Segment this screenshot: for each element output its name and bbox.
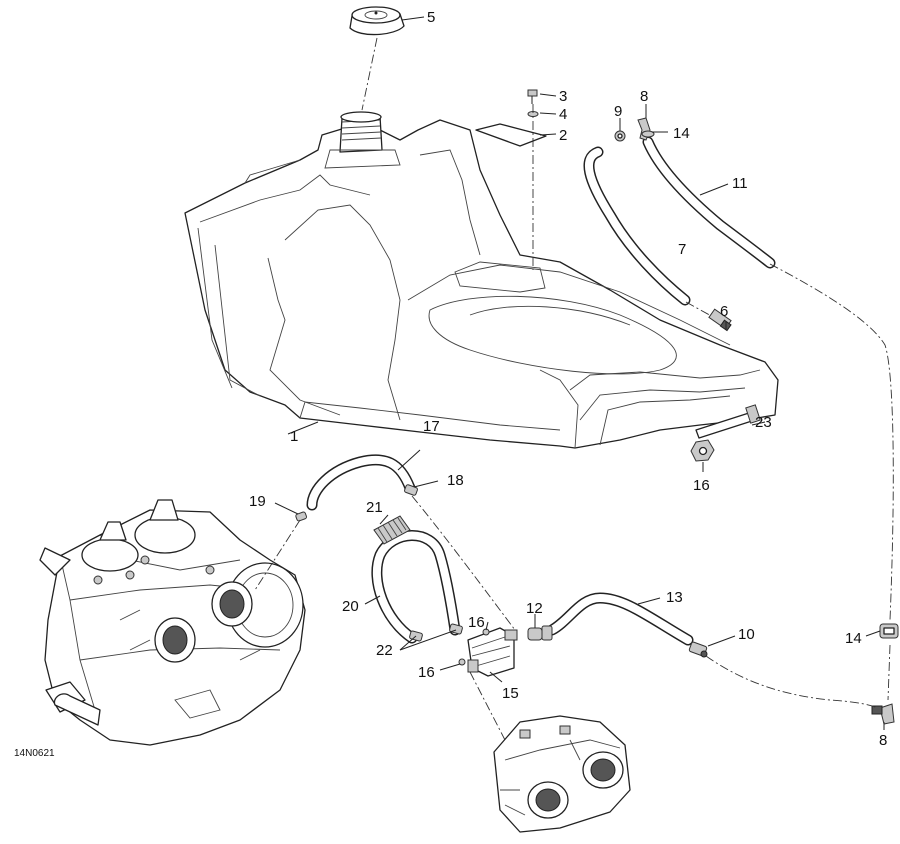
clamp-right bbox=[879, 623, 899, 639]
callout-4: 4 bbox=[559, 106, 567, 123]
vent-dash-11 bbox=[769, 263, 894, 621]
elbow-fitting-bottom bbox=[871, 703, 895, 725]
callout-labels: 1 2 3 4 5 6 7 8 8 9 10 11 12 13 14 14 15… bbox=[14, 9, 887, 759]
fitting-10 bbox=[688, 641, 708, 658]
clamp-18 bbox=[404, 484, 418, 496]
fuel-hose-17 bbox=[306, 454, 416, 511]
fuel-pump bbox=[458, 627, 518, 677]
guide-19 bbox=[254, 519, 301, 591]
guide-pump-carb bbox=[469, 671, 506, 741]
callout-14-right: 14 bbox=[845, 630, 862, 647]
vent-hose-7 bbox=[583, 146, 691, 306]
fuel-hose-20 bbox=[371, 530, 461, 644]
callout-19: 19 bbox=[249, 493, 266, 510]
vent-hose-11 bbox=[642, 136, 776, 269]
callout-8-bottom: 8 bbox=[879, 732, 887, 749]
callout-2: 2 bbox=[559, 127, 567, 144]
callout-7: 7 bbox=[678, 241, 686, 258]
restrictor-fitting bbox=[614, 130, 626, 142]
access-plate bbox=[475, 123, 547, 147]
callout-23: 23 bbox=[755, 414, 772, 431]
leader-lines bbox=[274, 16, 885, 730]
guide-18 bbox=[411, 495, 516, 631]
callout-21: 21 bbox=[366, 499, 383, 516]
clamp-19 bbox=[295, 511, 308, 522]
callout-16-upper: 16 bbox=[468, 614, 485, 631]
callout-14-top: 14 bbox=[673, 125, 690, 142]
callout-8-top: 8 bbox=[640, 88, 648, 105]
nut bbox=[690, 439, 715, 462]
callout-1: 1 bbox=[290, 428, 298, 445]
callout-18: 18 bbox=[447, 472, 464, 489]
callout-16-right: 16 bbox=[693, 477, 710, 494]
vent-dash-right bbox=[887, 644, 891, 701]
callout-17: 17 bbox=[423, 418, 440, 435]
callout-11: 11 bbox=[732, 175, 748, 192]
engine-assembly bbox=[39, 499, 306, 746]
callout-20: 20 bbox=[342, 598, 359, 615]
cap-guide-line bbox=[361, 37, 378, 111]
callout-3: 3 bbox=[559, 88, 567, 105]
screw bbox=[527, 89, 538, 104]
callout-5: 5 bbox=[427, 9, 435, 26]
callout-9: 9 bbox=[614, 103, 622, 120]
carburetor-assembly bbox=[493, 715, 631, 833]
callout-12: 12 bbox=[526, 600, 543, 617]
callout-15: 15 bbox=[502, 685, 519, 702]
callout-6: 6 bbox=[720, 303, 728, 320]
spring-sleeve bbox=[373, 515, 411, 545]
guide-10 bbox=[705, 655, 879, 709]
fuel-hose-13 bbox=[546, 592, 694, 646]
fuel-cap bbox=[349, 6, 405, 36]
diagram-reference-code: 14N0621 bbox=[14, 748, 55, 759]
clamp-top bbox=[641, 130, 655, 138]
callout-13: 13 bbox=[666, 589, 683, 606]
fuel-tank bbox=[184, 111, 779, 449]
callout-22: 22 bbox=[376, 642, 393, 659]
clamp-12 bbox=[527, 625, 553, 641]
callout-16-lower: 16 bbox=[418, 664, 435, 681]
vent-dash-7 bbox=[685, 301, 716, 319]
bolt bbox=[695, 404, 761, 439]
callout-10: 10 bbox=[738, 626, 755, 643]
